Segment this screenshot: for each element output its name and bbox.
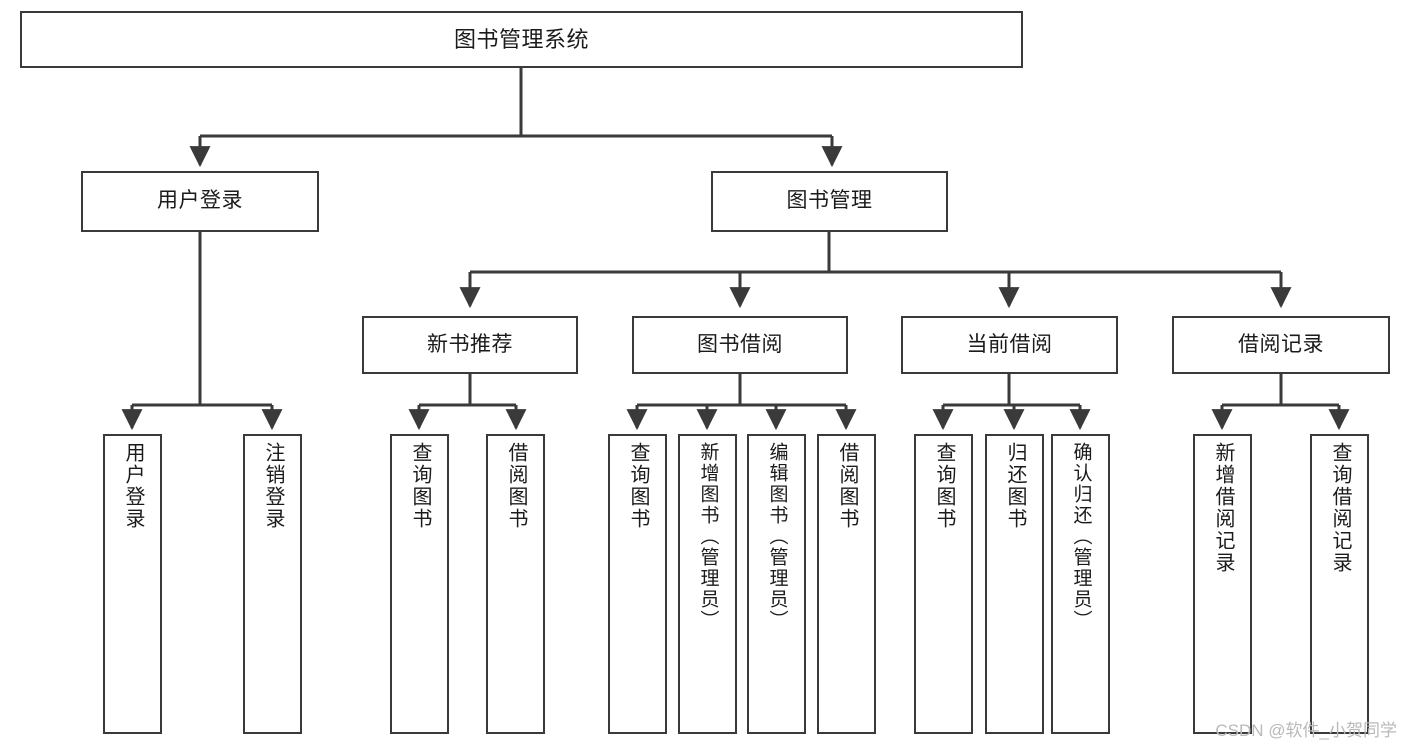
node-book-manage-label: 图书管理 <box>786 189 873 213</box>
leaf-borrow-book-1[interactable]: 借阅图书 <box>486 434 545 734</box>
leaf-add-book-admin-label: 新增图书（管理员） <box>697 442 719 631</box>
node-new-book-recommend[interactable]: 新书推荐 <box>362 316 578 374</box>
node-book-borrow-label: 图书借阅 <box>697 332 783 356</box>
node-book-borrow[interactable]: 图书借阅 <box>632 316 848 374</box>
node-new-book-recommend-label: 新书推荐 <box>427 332 513 356</box>
leaf-query-book-1[interactable]: 查询图书 <box>390 434 449 734</box>
leaf-edit-book-admin[interactable]: 编辑图书（管理员） <box>747 434 806 734</box>
node-current-borrow-label: 当前借阅 <box>966 332 1053 356</box>
leaf-confirm-return-admin-label: 确认归还（管理员） <box>1070 442 1092 631</box>
leaf-query-book-3[interactable]: 查询图书 <box>914 434 973 734</box>
leaf-query-book-2[interactable]: 查询图书 <box>608 434 667 734</box>
leaf-add-borrow-record-label: 新增借阅记录 <box>1212 442 1234 574</box>
leaf-logout-login-label: 注销登录 <box>262 442 284 530</box>
leaf-edit-book-admin-label: 编辑图书（管理员） <box>766 442 788 631</box>
leaf-query-borrow-record[interactable]: 查询借阅记录 <box>1310 434 1369 734</box>
node-root-label: 图书管理系统 <box>453 26 589 52</box>
watermark-text: CSDN @软件_小贺同学 <box>1215 721 1397 740</box>
leaf-user-login[interactable]: 用户登录 <box>103 434 162 734</box>
node-current-borrow[interactable]: 当前借阅 <box>901 316 1118 374</box>
leaf-query-book-2-label: 查询图书 <box>627 442 649 530</box>
leaf-query-borrow-record-label: 查询借阅记录 <box>1329 442 1351 574</box>
leaf-borrow-book-1-label: 借阅图书 <box>505 442 527 530</box>
leaf-return-book-label: 归还图书 <box>1004 442 1026 530</box>
leaf-add-book-admin[interactable]: 新增图书（管理员） <box>678 434 737 734</box>
node-borrow-record[interactable]: 借阅记录 <box>1172 316 1390 374</box>
leaf-return-book[interactable]: 归还图书 <box>985 434 1044 734</box>
leaf-confirm-return-admin[interactable]: 确认归还（管理员） <box>1051 434 1110 734</box>
leaf-add-borrow-record[interactable]: 新增借阅记录 <box>1193 434 1252 734</box>
leaf-query-book-3-label: 查询图书 <box>933 442 955 530</box>
node-book-manage[interactable]: 图书管理 <box>711 171 948 232</box>
node-user-login-label: 用户登录 <box>157 189 243 213</box>
leaf-logout-login[interactable]: 注销登录 <box>243 434 302 734</box>
leaf-query-book-1-label: 查询图书 <box>409 442 431 530</box>
node-root[interactable]: 图书管理系统 <box>20 11 1023 68</box>
node-borrow-record-label: 借阅记录 <box>1238 332 1324 356</box>
node-user-login[interactable]: 用户登录 <box>81 171 319 232</box>
leaf-borrow-book-2-label: 借阅图书 <box>836 442 858 530</box>
leaf-borrow-book-2[interactable]: 借阅图书 <box>817 434 876 734</box>
leaf-user-login-label: 用户登录 <box>122 442 144 530</box>
